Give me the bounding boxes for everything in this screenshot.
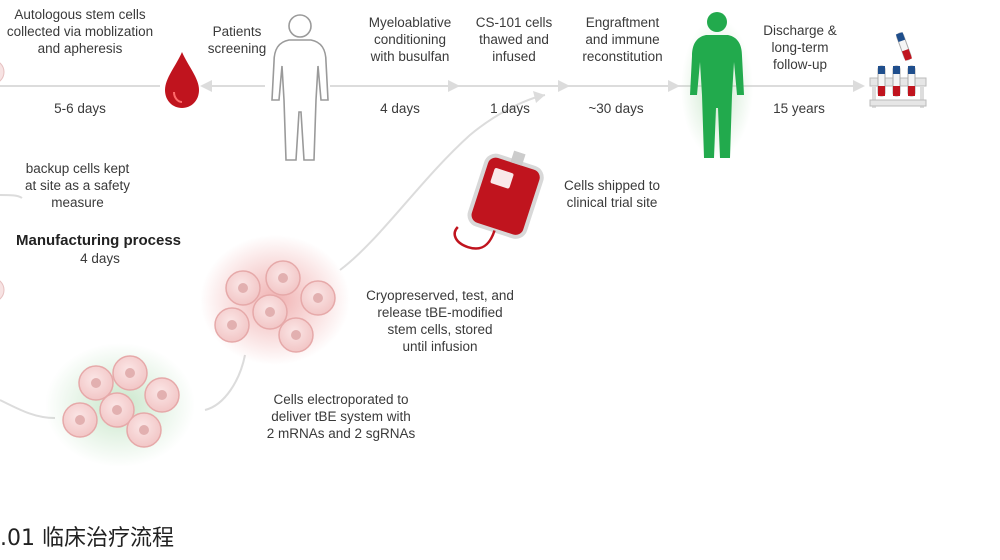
step-discharge-duration: 15 years	[773, 101, 825, 116]
step-infusion-duration: 1 days	[490, 101, 530, 116]
step-engraftment-duration: ~30 days	[588, 101, 644, 116]
blood-drop-icon	[165, 52, 199, 108]
step-collection-duration: 5-6 days	[54, 101, 106, 116]
figure-caption: .01 临床治疗流程	[0, 526, 174, 551]
patient-recovered-icon	[681, 12, 753, 158]
blood-bag-icon	[453, 150, 544, 250]
patient-outline-icon	[271, 14, 329, 161]
test-tubes-icon	[869, 32, 927, 108]
curve-arrowhead	[533, 91, 545, 103]
step-conditioning-duration: 4 days	[380, 101, 420, 116]
manufacturing-duration: 4 days	[80, 251, 120, 266]
edge-cells	[0, 62, 5, 300]
flow-arrowheads	[200, 80, 865, 92]
electroporated-cells-cluster	[45, 343, 195, 467]
manufacturing-title: Manufacturing process	[16, 232, 182, 249]
modified-stem-cells-cluster	[200, 235, 350, 365]
